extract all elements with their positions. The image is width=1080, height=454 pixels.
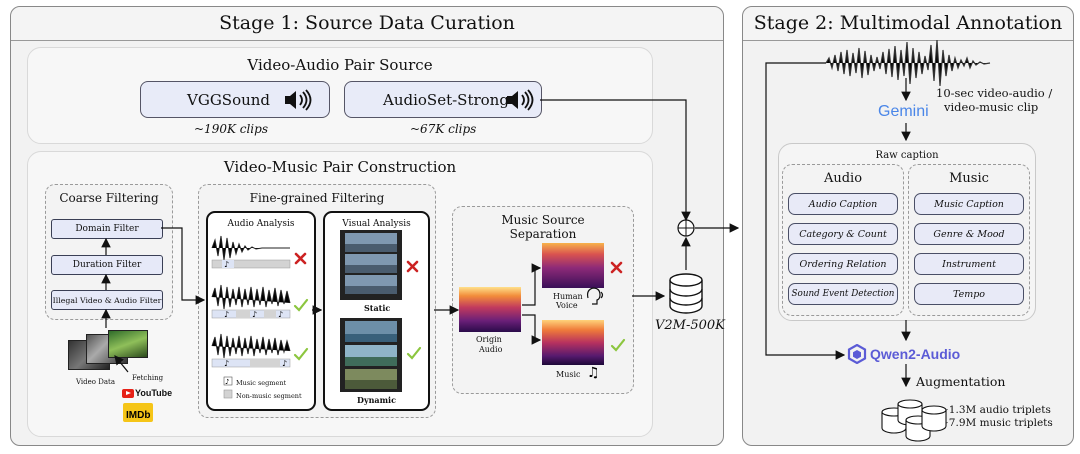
- dataset-label: V2M-500K: [655, 318, 725, 333]
- svg-text:♪: ♪: [252, 310, 257, 319]
- video-data-thumbnails: [68, 330, 148, 372]
- ordering-relation-tag: Ordering Relation: [788, 253, 898, 275]
- coarse-flow-arrows: [101, 99, 740, 373]
- human-voice-label-2: Voice: [556, 301, 578, 310]
- svg-text:♪: ♪: [224, 310, 229, 319]
- svg-text:♪: ♪: [225, 378, 229, 386]
- vggsound-box: VGGSound: [140, 81, 330, 118]
- separation-title-2: Separation: [509, 227, 577, 241]
- music-triplets-label: ~7.9M music triplets: [940, 417, 1053, 429]
- stage2-title: Stage 2: Multimodal Annotation: [753, 12, 1063, 34]
- clip-label-1: 10-sec video-audio /: [936, 86, 1053, 100]
- stage1-header: [11, 7, 723, 41]
- audio-analysis-title: Audio Analysis: [227, 219, 295, 229]
- svg-text:♪: ♪: [224, 359, 229, 368]
- stage2-waveform: [825, 39, 991, 87]
- legend-music-label: Music segment: [236, 379, 287, 387]
- gemini-logo: Gemini: [878, 103, 929, 120]
- sound-event-detection-tag: Sound Event Detection: [788, 283, 898, 305]
- video-data-label: Video Data: [76, 378, 116, 386]
- youtube-text: YouTube: [135, 388, 173, 398]
- pair-source-panel: Video-Audio Pair Source: [27, 47, 653, 144]
- audio-triplets-label: ~1.3M audio triplets: [940, 404, 1051, 416]
- voice-spectrogram: [542, 243, 604, 288]
- imdb-text: IMDb: [126, 410, 151, 421]
- svg-text:♪: ♪: [278, 310, 283, 319]
- coarse-filtering-title: Coarse Filtering: [59, 191, 159, 205]
- dynamic-film-strip: [340, 318, 402, 392]
- audioset-box: AudioSet-Strong: [344, 81, 542, 118]
- vggsound-label: VGGSound: [187, 90, 271, 109]
- audioset-label: AudioSet-Strong: [383, 90, 509, 109]
- qwen-label: Qwen2-Audio: [870, 346, 961, 362]
- static-label: Static: [364, 303, 391, 313]
- static-film-strip: [340, 230, 402, 300]
- imdb-logo: IMDb: [123, 403, 154, 422]
- qwen-logo: Qwen2-Audio: [847, 344, 960, 364]
- genre-mood-tag: Genre & Mood: [914, 223, 1024, 245]
- instrument-tag: Instrument: [914, 253, 1024, 275]
- stage2-header: [743, 7, 1073, 41]
- youtube-logo: YouTube: [122, 388, 172, 398]
- music-caption-tag: Music Caption: [914, 193, 1024, 215]
- fine-filtering-title: Fine-grained Filtering: [249, 191, 385, 205]
- construction-title: Video-Music Pair Construction: [223, 158, 457, 176]
- fetching-label: Fetching: [132, 374, 164, 382]
- stage2-arrows: [765, 62, 911, 388]
- cross-marks: [294, 252, 623, 274]
- legend-non-music-label: Non-music segment: [236, 392, 302, 400]
- music-spectrogram: [542, 320, 604, 365]
- human-voice-label-1: Human: [553, 292, 583, 301]
- triplet-databases: [881, 399, 947, 442]
- svg-text:♪: ♪: [282, 359, 287, 368]
- visual-analysis-title: Visual Analysis: [342, 219, 411, 229]
- audio-group-title: Audio: [823, 171, 863, 186]
- augmentation-label: Augmentation: [916, 374, 1006, 389]
- vggsound-count: ~190K clips: [194, 122, 268, 136]
- audio-caption-tag: Audio Caption: [788, 193, 898, 215]
- origin-spectrogram: [459, 287, 521, 332]
- speaker-icon: [507, 89, 534, 111]
- segment-bars: ♪ ♪ ♪ ♪ ♪ ♪ ♪: [211, 259, 291, 399]
- qwen-icon: [847, 344, 867, 364]
- dynamic-label: Dynamic: [357, 395, 396, 405]
- origin-audio-label-1: Origin: [476, 335, 502, 344]
- raw-caption-title: Raw caption: [875, 150, 939, 161]
- check-marks: [293, 298, 626, 361]
- pair-source-title: Video-Audio Pair Source: [247, 56, 433, 74]
- separation-title-1: Music Source: [501, 213, 585, 227]
- clip-label-2: video-music clip: [944, 100, 1039, 114]
- music-group-title: Music: [949, 171, 989, 186]
- origin-audio-label-2: Audio: [479, 345, 503, 354]
- stage1-title: Stage 1: Source Data Curation: [219, 12, 515, 34]
- audio-waveforms: [211, 235, 291, 359]
- voice-icon: [586, 287, 604, 305]
- svg-text:♪: ♪: [224, 260, 229, 269]
- music-label: Music: [556, 370, 581, 379]
- music-note-icon: ♫: [587, 365, 600, 381]
- speaker-icon: [285, 89, 312, 111]
- category-count-tag: Category & Count: [788, 223, 898, 245]
- merge-junction: [677, 219, 695, 237]
- database-icon: [669, 273, 703, 314]
- tempo-tag: Tempo: [914, 283, 1024, 305]
- audioset-count: ~67K clips: [410, 122, 477, 136]
